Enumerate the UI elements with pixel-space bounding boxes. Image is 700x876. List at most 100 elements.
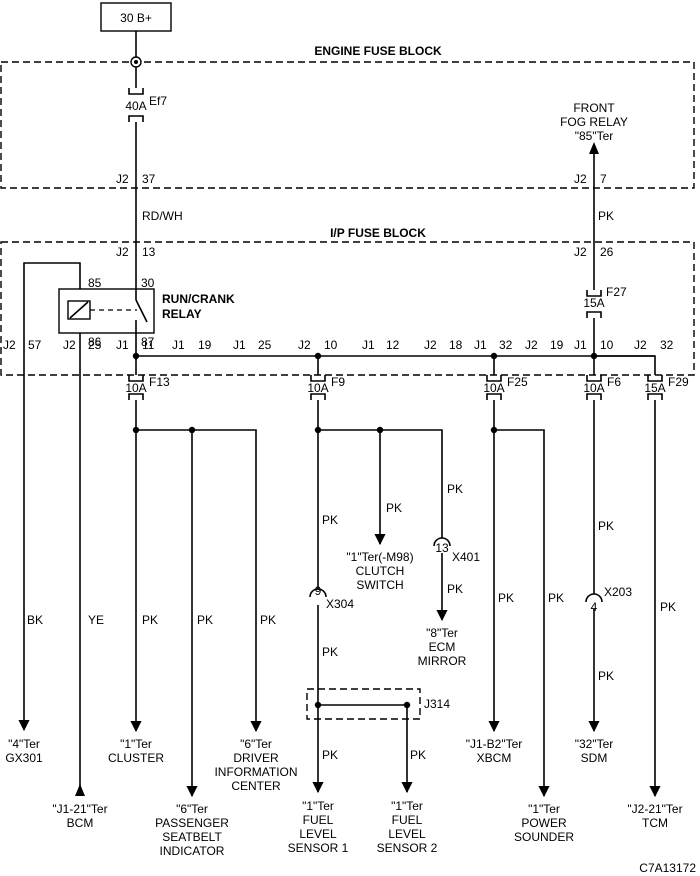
svg-text:J1: J1 bbox=[362, 338, 375, 352]
svg-text:J2: J2 bbox=[116, 172, 129, 186]
dest-driver-info-center: "6"Ter DRIVER INFORMATION CENTER bbox=[214, 737, 297, 793]
svg-text:F6: F6 bbox=[607, 375, 621, 389]
svg-text:"J1-B2"Ter: "J1-B2"Ter bbox=[466, 737, 523, 751]
fog-relay-l1: FRONT bbox=[573, 101, 615, 115]
svg-text:19: 19 bbox=[198, 338, 212, 352]
svg-text:GX301: GX301 bbox=[5, 751, 43, 765]
ip-fuse-block bbox=[0, 241, 695, 376]
svg-text:PK: PK bbox=[498, 591, 514, 605]
fog-relay-l3: "85"Ter bbox=[575, 129, 614, 143]
fog-relay-l2: FOG RELAY bbox=[560, 115, 628, 129]
wire-color-rdwh: RD/WH bbox=[142, 209, 183, 223]
dest-power-sounder: "1"Ter POWER SOUNDER bbox=[514, 802, 574, 844]
j314-junction bbox=[306, 688, 421, 720]
svg-text:SWITCH: SWITCH bbox=[356, 578, 403, 592]
svg-text:SDM: SDM bbox=[581, 751, 608, 765]
dest-fuel-level-sensor-2: "1"Ter FUEL LEVEL SENSOR 2 bbox=[377, 799, 438, 855]
svg-text:J2: J2 bbox=[424, 338, 437, 352]
dest-tcm: "J2-21"Ter TCM bbox=[627, 802, 682, 830]
svg-text:"6"Ter: "6"Ter bbox=[176, 802, 208, 816]
wire-color-pk-fog: PK bbox=[598, 209, 614, 223]
svg-text:J2: J2 bbox=[116, 245, 129, 259]
svg-text:XBCM: XBCM bbox=[477, 751, 512, 765]
svg-text:CLUSTER: CLUSTER bbox=[108, 751, 164, 765]
svg-text:BCM: BCM bbox=[67, 816, 94, 830]
svg-text:LEVEL: LEVEL bbox=[299, 827, 337, 841]
fuse-f27-name: F27 bbox=[606, 285, 627, 299]
power-source-label: 30 B+ bbox=[120, 11, 152, 25]
x203-pin: 4 bbox=[591, 600, 598, 614]
svg-text:PK: PK bbox=[260, 613, 276, 627]
svg-text:10A: 10A bbox=[125, 381, 146, 395]
svg-text:19: 19 bbox=[550, 338, 564, 352]
svg-text:"6"Ter: "6"Ter bbox=[240, 737, 272, 751]
x203-name: X203 bbox=[604, 585, 632, 599]
j314-name: J314 bbox=[424, 697, 450, 711]
dest-clutch-switch: "1"Ter(-M98) CLUTCH SWITCH bbox=[346, 550, 413, 592]
svg-text:10: 10 bbox=[600, 338, 614, 352]
svg-text:SENSOR 2: SENSOR 2 bbox=[377, 841, 438, 855]
svg-text:PK: PK bbox=[322, 748, 338, 762]
svg-text:F13: F13 bbox=[149, 375, 170, 389]
fuse-f27-rating: 15A bbox=[583, 296, 604, 310]
svg-text:SENSOR 1: SENSOR 1 bbox=[288, 841, 349, 855]
svg-text:7: 7 bbox=[600, 172, 607, 186]
svg-text:INFORMATION: INFORMATION bbox=[214, 765, 297, 779]
fuse-f9: 10A F9 bbox=[307, 375, 345, 400]
svg-text:32: 32 bbox=[660, 338, 674, 352]
fuse-f25: 10A F25 bbox=[483, 375, 528, 400]
wire-color-ye: YE bbox=[88, 613, 104, 627]
svg-text:11: 11 bbox=[142, 338, 155, 352]
svg-text:37: 37 bbox=[142, 172, 156, 186]
fuse-f13: 10A F13 bbox=[125, 375, 170, 400]
x401-name: X401 bbox=[452, 550, 480, 564]
svg-text:"32"Ter: "32"Ter bbox=[575, 737, 614, 751]
svg-text:"J2-21"Ter: "J2-21"Ter bbox=[627, 802, 682, 816]
svg-text:30: 30 bbox=[141, 276, 155, 290]
svg-text:J2: J2 bbox=[634, 338, 647, 352]
x401-pin: 13 bbox=[435, 541, 449, 555]
svg-text:POWER: POWER bbox=[521, 816, 567, 830]
svg-text:DRIVER: DRIVER bbox=[233, 751, 279, 765]
svg-text:PK: PK bbox=[197, 613, 213, 627]
svg-text:25: 25 bbox=[258, 338, 272, 352]
fuse-ef7-rating: 40A bbox=[125, 99, 146, 113]
svg-text:PK: PK bbox=[386, 501, 402, 515]
svg-text:J2: J2 bbox=[574, 172, 587, 186]
svg-text:PK: PK bbox=[142, 613, 158, 627]
svg-text:57: 57 bbox=[28, 338, 42, 352]
svg-text:J2: J2 bbox=[525, 338, 538, 352]
dest-xbcm: "J1-B2"Ter XBCM bbox=[466, 737, 523, 765]
engine-fuse-block bbox=[0, 61, 695, 189]
dest-passenger-seatbelt: "6"Ter PASSENGER SEATBELT INDICATOR bbox=[155, 802, 229, 858]
svg-text:26: 26 bbox=[600, 245, 614, 259]
dest-gx301: "4"Ter GX301 bbox=[5, 737, 43, 765]
svg-text:86: 86 bbox=[88, 335, 102, 349]
svg-text:10A: 10A bbox=[307, 381, 328, 395]
svg-text:INDICATOR: INDICATOR bbox=[160, 844, 225, 858]
svg-text:32: 32 bbox=[499, 338, 513, 352]
svg-text:10: 10 bbox=[324, 338, 338, 352]
wire-color-bk: BK bbox=[27, 613, 43, 627]
svg-text:"1"Ter: "1"Ter bbox=[391, 799, 423, 813]
svg-text:18: 18 bbox=[449, 338, 463, 352]
dest-fuel-level-sensor-1: "1"Ter FUEL LEVEL SENSOR 1 bbox=[288, 799, 349, 855]
svg-text:"1"Ter: "1"Ter bbox=[302, 799, 334, 813]
svg-text:PK: PK bbox=[447, 582, 463, 596]
svg-text:"1"Ter: "1"Ter bbox=[120, 737, 152, 751]
svg-text:"J1-21"Ter: "J1-21"Ter bbox=[52, 802, 107, 816]
svg-text:MIRROR: MIRROR bbox=[418, 654, 467, 668]
svg-text:F29: F29 bbox=[668, 375, 689, 389]
svg-text:PK: PK bbox=[447, 482, 463, 496]
x304-pin: 9 bbox=[315, 584, 322, 598]
svg-text:J2: J2 bbox=[298, 338, 311, 352]
svg-text:13: 13 bbox=[142, 245, 156, 259]
dest-bcm: "J1-21"Ter BCM bbox=[52, 802, 107, 830]
svg-text:PK: PK bbox=[410, 748, 426, 762]
svg-text:10A: 10A bbox=[483, 381, 504, 395]
svg-text:J2: J2 bbox=[63, 338, 76, 352]
svg-text:FUEL: FUEL bbox=[303, 813, 334, 827]
svg-text:PK: PK bbox=[322, 645, 338, 659]
power-source-box bbox=[100, 2, 172, 32]
fuse-f29: 15A F29 bbox=[644, 375, 689, 400]
